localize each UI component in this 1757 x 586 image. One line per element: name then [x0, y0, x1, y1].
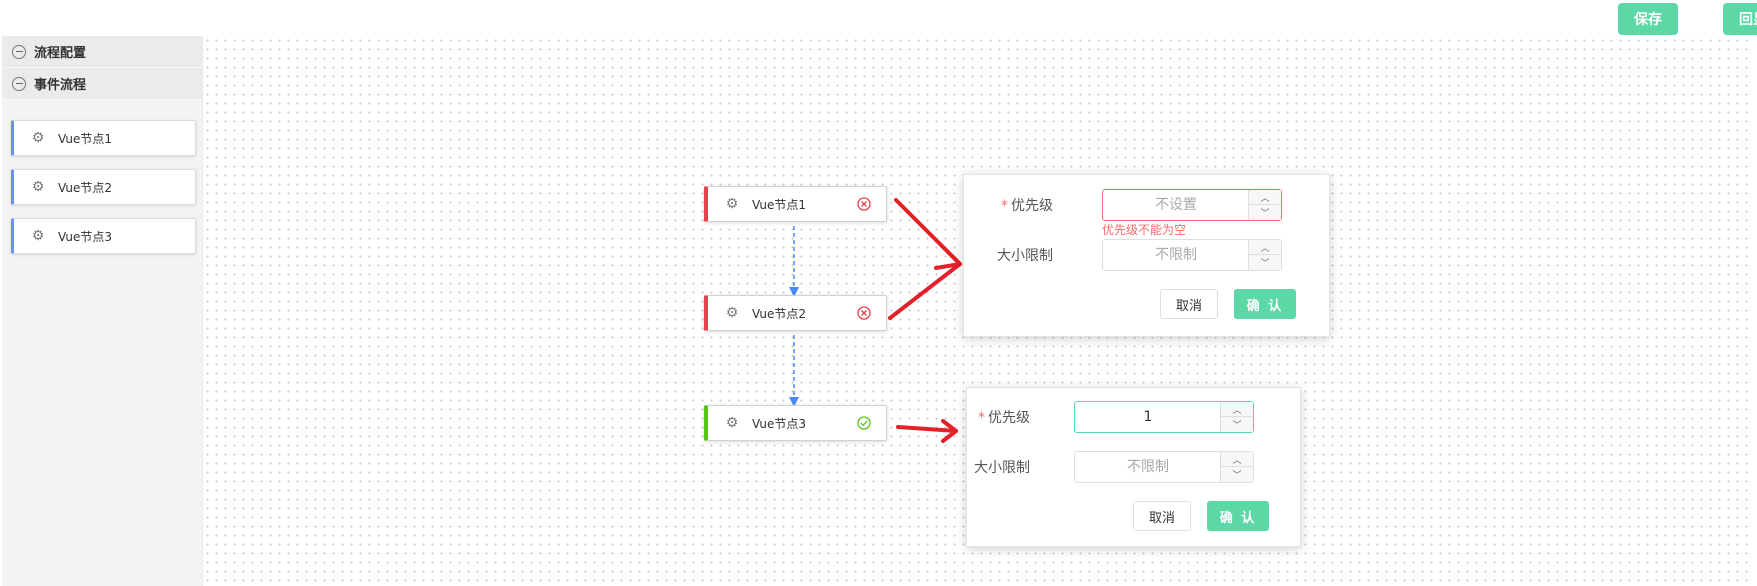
sidebar-section-label: 流程配置: [34, 46, 87, 61]
node-palette-sidebar: 流程配置 事件流程 ⚙ Vue节点1 ⚙ Vue节点2 ⚙ Vue节点3: [2, 36, 203, 586]
increment-chevron-up-icon[interactable]: ︿: [1249, 190, 1281, 205]
confirm-button[interactable]: 确 认: [1207, 501, 1269, 531]
decrement-chevron-down-icon[interactable]: ﹀: [1260, 209, 1270, 219]
size-limit-stepper[interactable]: ︿ ﹀: [1248, 240, 1281, 270]
priority-error-message: 优先级不能为空: [1102, 223, 1187, 237]
increment-chevron-up-icon[interactable]: ︿: [1221, 402, 1253, 417]
palette-item-vue-node-1[interactable]: ⚙ Vue节点1: [11, 120, 196, 156]
collapse-minus-icon[interactable]: [12, 44, 26, 59]
sidebar-section-label: 事件流程: [34, 78, 87, 93]
sidebar-section-event-flow[interactable]: 事件流程: [2, 68, 202, 100]
gear-icon: ⚙: [31, 130, 45, 146]
palette-item-vue-node-3[interactable]: ⚙ Vue节点3: [11, 218, 196, 254]
gear-icon: ⚙: [725, 305, 739, 321]
node-config-panel-1: *优先级 ︿ ﹀ 优先级不能为空 大小限制 ︿ ﹀ 取消 确 认: [963, 174, 1330, 337]
flow-node-vue-node-2[interactable]: ⚙ Vue节点2: [704, 295, 887, 331]
priority-stepper[interactable]: ︿ ﹀: [1220, 402, 1253, 432]
size-limit-label: 大小限制: [974, 460, 1030, 476]
palette-item-label: Vue节点3: [58, 229, 113, 244]
size-limit-number-input[interactable]: ︿ ﹀: [1102, 239, 1282, 271]
required-mark: *: [1001, 198, 1008, 214]
required-mark: *: [978, 410, 985, 426]
cancel-button[interactable]: 取消: [1160, 289, 1218, 319]
error-circle-icon[interactable]: [856, 196, 872, 212]
flow-node-label: Vue节点3: [752, 416, 807, 431]
priority-number-input[interactable]: ︿ ﹀: [1074, 401, 1254, 433]
priority-label: *优先级: [1001, 198, 1053, 214]
priority-input[interactable]: [1075, 402, 1221, 432]
sidebar-section-flow-config[interactable]: 流程配置: [2, 36, 202, 68]
palette-item-label: Vue节点1: [58, 131, 113, 146]
priority-input[interactable]: [1103, 190, 1249, 220]
priority-stepper[interactable]: ︿ ﹀: [1248, 190, 1281, 220]
palette-item-vue-node-2[interactable]: ⚙ Vue节点2: [11, 169, 196, 205]
flow-node-vue-node-1[interactable]: ⚙ Vue节点1: [704, 186, 887, 222]
size-limit-stepper[interactable]: ︿ ﹀: [1220, 452, 1253, 482]
gear-icon: ⚙: [31, 179, 45, 195]
confirm-button[interactable]: 确 认: [1234, 289, 1296, 319]
flow-node-label: Vue节点1: [752, 197, 807, 212]
error-circle-icon[interactable]: [856, 305, 872, 321]
flow-node-vue-node-3[interactable]: ⚙ Vue节点3: [704, 405, 887, 441]
palette-item-label: Vue节点2: [58, 180, 113, 195]
collapse-minus-icon[interactable]: [12, 76, 26, 91]
size-limit-number-input[interactable]: ︿ ﹀: [1074, 451, 1254, 483]
increment-chevron-up-icon[interactable]: ︿: [1221, 452, 1253, 467]
decrement-chevron-down-icon[interactable]: ﹀: [1232, 471, 1242, 481]
gear-icon: ⚙: [725, 196, 739, 212]
priority-number-input[interactable]: ︿ ﹀: [1102, 189, 1282, 221]
save-button[interactable]: 保存: [1618, 3, 1678, 35]
decrement-chevron-down-icon[interactable]: ﹀: [1260, 259, 1270, 269]
size-limit-label: 大小限制: [997, 248, 1053, 264]
flow-node-label: Vue节点2: [752, 306, 807, 321]
decrement-chevron-down-icon[interactable]: ﹀: [1232, 421, 1242, 431]
gear-icon: ⚙: [725, 415, 739, 431]
size-limit-input[interactable]: [1075, 452, 1221, 482]
node-config-panel-2: *优先级 ︿ ﹀ 大小限制 ︿ ﹀ 取消 确 认: [966, 387, 1301, 547]
priority-label: *优先级: [978, 410, 1030, 426]
gear-icon: ⚙: [31, 228, 45, 244]
echo-button[interactable]: 回显: [1723, 3, 1757, 35]
size-limit-input[interactable]: [1103, 240, 1249, 270]
check-circle-icon[interactable]: [856, 415, 872, 431]
increment-chevron-up-icon[interactable]: ︿: [1249, 240, 1281, 255]
cancel-button[interactable]: 取消: [1133, 501, 1191, 531]
